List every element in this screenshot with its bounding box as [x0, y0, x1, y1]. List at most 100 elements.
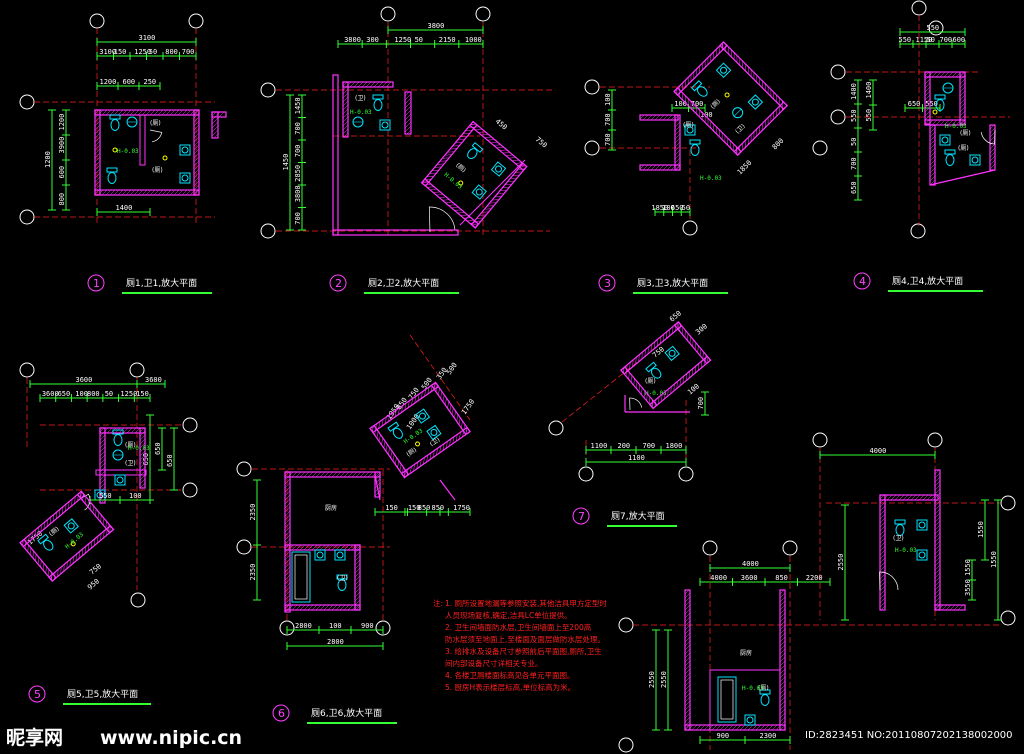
- wall-hatch: [92, 505, 94, 513]
- wall-hatch: [455, 142, 463, 144]
- bathtub-icon: [291, 551, 311, 603]
- site-url: www.nipic.cn: [100, 727, 242, 749]
- wall-hatch: [694, 342, 697, 350]
- wall: [929, 169, 996, 186]
- wall-hatch: [779, 676, 786, 683]
- wall-hatch: [879, 601, 886, 608]
- wall-hatch: [193, 152, 200, 159]
- wall-hatch: [391, 412, 394, 420]
- wall-hatch: [703, 724, 710, 731]
- dimension-text: 150: [114, 48, 127, 56]
- wall-hatch: [157, 109, 164, 116]
- dimension-text: 1150: [916, 36, 933, 44]
- wall-hatch: [929, 163, 936, 170]
- wall-hatch: [690, 101, 692, 109]
- axis-bubble: [702, 540, 718, 556]
- plan-title: 厕4,卫4,放大平面: [892, 275, 963, 287]
- basin-icon: [471, 184, 487, 200]
- toilet-icon: [373, 99, 383, 111]
- wall-hatch: [879, 573, 886, 580]
- wall-hatch: [65, 504, 67, 512]
- wall-hatch: [287, 544, 294, 551]
- wall-hatch: [435, 384, 438, 392]
- wall-hatch: [94, 140, 101, 147]
- wall-hatch: [951, 119, 958, 126]
- wall-hatch: [507, 180, 515, 182]
- wall-hatch: [295, 604, 302, 611]
- bathtub-icon: [717, 676, 737, 723]
- wall-hatch: [63, 564, 65, 572]
- wall-hatch: [436, 194, 444, 196]
- wall-hatch: [943, 119, 950, 126]
- wall-hatch: [630, 375, 633, 383]
- wall-hatch: [779, 680, 786, 687]
- wall-hatch: [674, 153, 681, 160]
- wall-hatch: [689, 336, 691, 344]
- wall-hatch: [303, 604, 310, 611]
- wall-hatch: [404, 470, 406, 478]
- dimension-text: 2800: [295, 622, 312, 630]
- wall-hatch: [736, 148, 738, 155]
- wall-hatch: [193, 109, 199, 115]
- wall-hatch: [117, 189, 124, 196]
- wall-hatch: [643, 390, 645, 398]
- dimension-text: 900: [717, 732, 730, 740]
- wall-hatch: [781, 103, 783, 111]
- basin-bowl-icon: [336, 551, 344, 559]
- wall-hatch: [139, 458, 146, 465]
- wall-hatch: [165, 109, 172, 116]
- wall-hatch: [748, 137, 749, 145]
- wall-hatch: [650, 114, 657, 121]
- wall-hatch: [139, 462, 146, 469]
- wall-hatch: [139, 446, 146, 453]
- room-label: (卫): [355, 95, 366, 102]
- wall-hatch: [646, 164, 653, 171]
- wall-hatch: [894, 494, 901, 501]
- dimension-text: 650: [142, 453, 150, 466]
- dimension-text: 850: [775, 574, 788, 582]
- wall-hatch: [779, 716, 786, 723]
- wall-hatch: [679, 378, 681, 386]
- toilet-tank-icon: [471, 141, 484, 153]
- wall-hatch: [989, 139, 996, 146]
- wall-hatch: [684, 644, 691, 651]
- wall-hatch: [684, 620, 691, 627]
- wall-hatch: [173, 109, 180, 116]
- toilet-tank-icon: [944, 149, 956, 155]
- toilet-tank-icon: [336, 574, 348, 580]
- basin-icon: [684, 124, 696, 136]
- wall-hatch: [462, 132, 470, 135]
- axis-bubble: [236, 539, 252, 555]
- room-label: (厕): [150, 120, 161, 127]
- plan-number-bubble: [329, 274, 347, 292]
- wall-hatch: [444, 398, 447, 406]
- wall-hatch: [515, 171, 523, 173]
- axis-bubble: [782, 540, 798, 556]
- wall-hatch: [750, 69, 752, 77]
- wall-hatch: [690, 74, 692, 82]
- dimension-text: 1200: [100, 78, 117, 86]
- wall-hatch: [354, 567, 361, 574]
- bathtub-inner-icon: [294, 554, 308, 600]
- wall-hatch: [684, 660, 691, 667]
- wall-hatch: [989, 163, 996, 170]
- wall-hatch: [882, 494, 889, 501]
- wall-hatch: [762, 80, 763, 88]
- wall-hatch: [94, 176, 101, 183]
- wall-hatch: [759, 126, 760, 134]
- wall-hatch: [99, 458, 106, 465]
- wall-hatch: [676, 381, 678, 389]
- wall-hatch: [934, 488, 941, 495]
- wall-hatch: [342, 96, 349, 103]
- wall-hatch: [404, 121, 412, 129]
- wall-hatch: [959, 71, 966, 78]
- wall-hatch: [327, 544, 334, 551]
- floor-level-label: H-0.03: [64, 531, 85, 551]
- wall-hatch: [879, 525, 886, 532]
- wall-hatch: [922, 494, 929, 501]
- wall-hatch: [113, 189, 120, 196]
- basin-icon: [969, 154, 981, 166]
- dimension-text: 650: [671, 204, 684, 212]
- wall-hatch: [342, 84, 349, 91]
- wall-hatch: [457, 139, 465, 141]
